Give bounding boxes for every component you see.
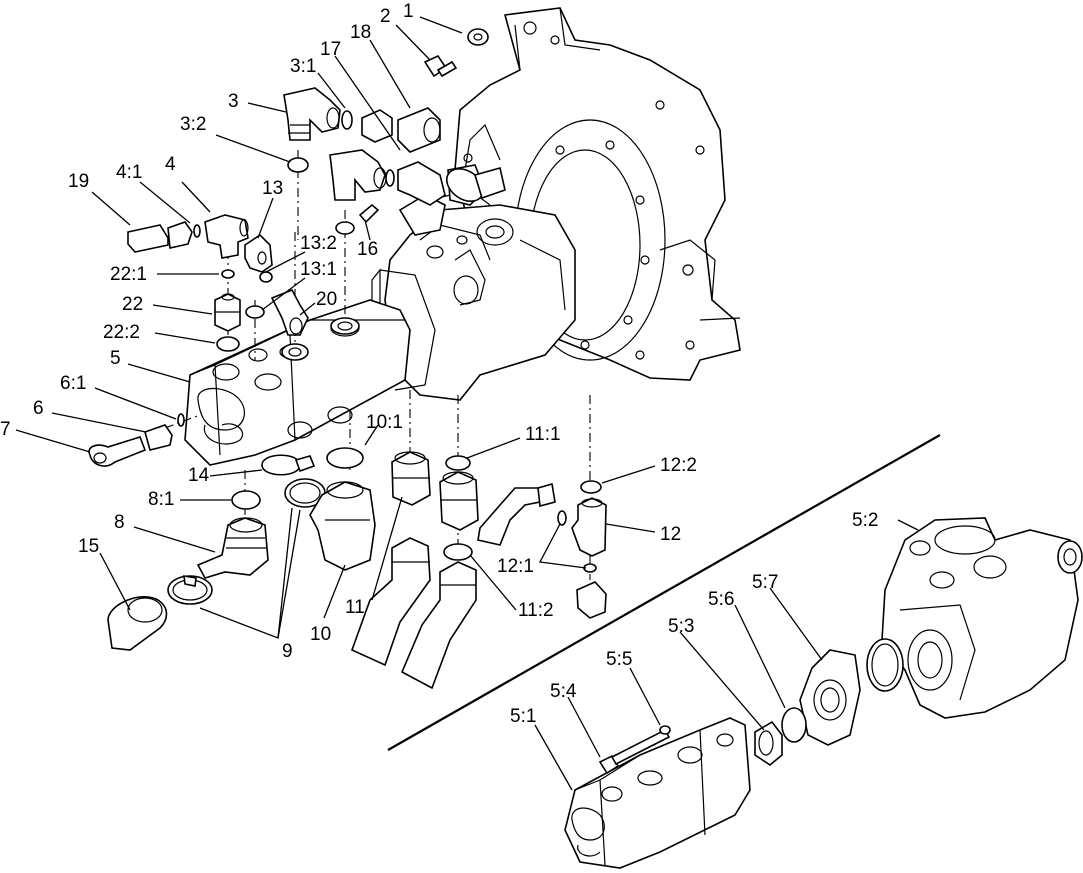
callout-5-6: 5:6	[708, 589, 734, 610]
callout-12: 12	[660, 524, 681, 545]
callout-4-1: 4:1	[116, 162, 142, 183]
callout-3-1: 3:1	[290, 56, 316, 77]
callout-22: 22	[122, 294, 143, 315]
gear-pump-section-5	[184, 299, 411, 466]
callout-11-2: 11:2	[518, 600, 554, 621]
callout-5-7: 5:7	[752, 572, 778, 593]
callout-20: 20	[316, 289, 337, 310]
callout-12-2: 12:2	[660, 455, 697, 476]
inset-pump-exploded	[564, 517, 1083, 869]
callout-5: 5	[110, 348, 121, 369]
callout-13-2: 13:2	[300, 233, 337, 254]
callout-5-5: 5:5	[606, 649, 632, 670]
callout-6-1: 6:1	[60, 373, 86, 394]
callout-18: 18	[350, 22, 371, 43]
callout-22-2: 22:2	[103, 322, 140, 343]
callout-8: 8	[114, 512, 125, 533]
callout-10-1: 10:1	[366, 412, 403, 433]
callout-8-1: 8:1	[148, 489, 174, 510]
callout-5-4: 5:4	[550, 681, 577, 702]
callout-10: 10	[310, 624, 331, 645]
callout-7: 7	[0, 419, 11, 440]
callout-19: 19	[68, 171, 89, 192]
callout-14: 14	[188, 465, 210, 486]
callout-6: 6	[33, 398, 44, 419]
leader-lines	[15, 16, 919, 791]
callout-22-1: 22:1	[110, 264, 147, 285]
callout-12-1: 12:1	[497, 556, 534, 577]
callout-13-1: 13:1	[300, 259, 337, 280]
callout-2: 2	[380, 6, 391, 27]
callout-9: 9	[282, 641, 293, 662]
callout-16: 16	[357, 239, 378, 260]
callout-11-1: 11:1	[525, 424, 561, 445]
callout-17: 17	[320, 39, 341, 60]
parts	[88, 28, 607, 690]
callout-1: 1	[403, 1, 414, 22]
callout-4: 4	[165, 154, 176, 175]
callout-11: 11	[345, 597, 365, 618]
callout-15: 15	[78, 536, 99, 557]
detail-divider-line	[387, 434, 941, 751]
callout-13: 13	[262, 178, 283, 199]
callout-5-2: 5:2	[852, 510, 878, 531]
callout-3-2: 3:2	[180, 114, 206, 135]
callout-5-1: 5:1	[510, 706, 536, 727]
callout-labels: 1 2 18 17 3:1 3 3:2 19 4:1 4 13 13:2 16 …	[0, 1, 878, 727]
callout-3: 3	[228, 91, 239, 112]
callout-5-3: 5:3	[668, 616, 694, 637]
